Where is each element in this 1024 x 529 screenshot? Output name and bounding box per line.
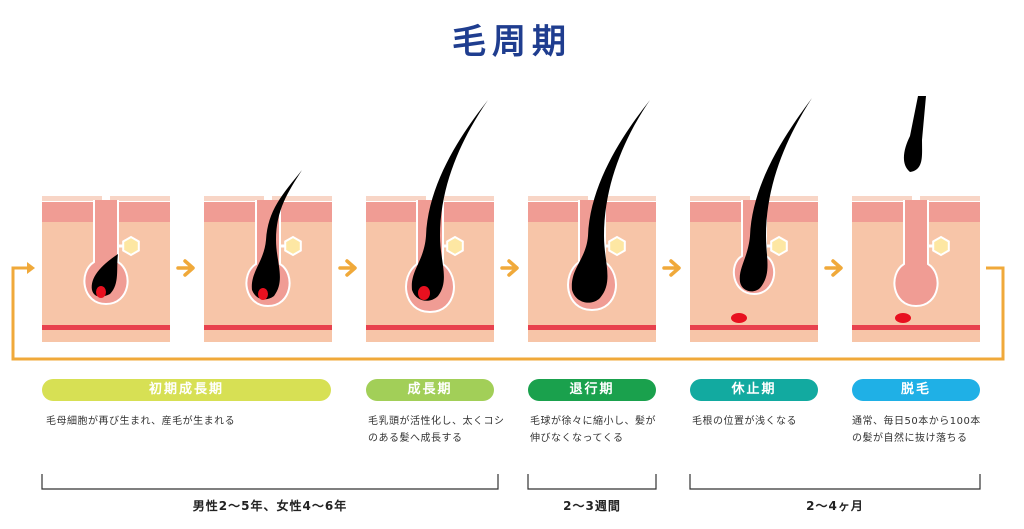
description-line: 毛根の位置が浅くなる	[692, 416, 797, 427]
follicle-opening	[750, 195, 758, 202]
sebaceous-gland-icon	[122, 235, 140, 257]
subcutaneous-line	[204, 325, 332, 330]
hair-shaft	[571, 100, 650, 303]
skin-panel-1	[42, 195, 170, 342]
subcutaneous-layer	[852, 330, 980, 342]
duration-anagen: 男性2〜5年、女性4〜6年	[192, 499, 348, 513]
skin-panel-3	[366, 100, 494, 342]
stage-label-catagen: 退行期	[528, 379, 656, 401]
subcutaneous-line	[42, 325, 170, 330]
stage-label-anagen: 成長期	[366, 379, 494, 401]
duration-bracket-2	[527, 474, 657, 490]
skin-panel-4	[528, 100, 656, 342]
description-line: のある髪へ成長する	[368, 433, 463, 444]
description-line: 伸びなくなってくる	[530, 433, 624, 444]
subcutaneous-line	[690, 325, 818, 330]
dermal-papilla	[418, 286, 430, 300]
description-line: 毛母細胞が再び生まれ、産毛が生まれる	[46, 416, 236, 427]
dermal-papilla	[895, 313, 911, 323]
skin-panel-2	[204, 170, 332, 342]
dermal-papilla	[96, 286, 106, 298]
hair-shaft	[91, 254, 118, 297]
description-line: 通常、毎日50本から100本	[852, 416, 981, 427]
dermal-papilla	[731, 313, 747, 323]
sebaceous-gland-icon	[284, 235, 302, 257]
follicle-opening	[102, 195, 110, 202]
follicle-opening	[426, 195, 434, 202]
hair-shaft	[251, 170, 302, 300]
hair-shaft	[411, 100, 488, 301]
dermal-papilla	[258, 288, 268, 300]
description-line: 毛球が徐々に縮小し、髪が	[530, 416, 656, 427]
duration-bracket-1	[41, 474, 499, 490]
subcutaneous-layer	[204, 330, 332, 342]
subcutaneous-line	[852, 325, 980, 330]
right-arrow-icon	[176, 259, 195, 277]
subcutaneous-line	[528, 325, 656, 330]
skin-panel-6	[852, 96, 980, 342]
sebaceous-gland-icon	[770, 235, 788, 257]
description-line: の髪が自然に抜け落ちる	[852, 433, 968, 444]
right-arrow-icon	[500, 259, 519, 277]
page-title: 毛周期	[452, 22, 572, 62]
stage-label-early-anagen: 初期成長期	[42, 379, 331, 401]
hair-follicle	[893, 200, 939, 308]
duration-catagen: 2〜3週間	[563, 499, 621, 513]
right-arrow-icon	[662, 259, 681, 277]
stage-description-catagen: 毛球が徐々に縮小し、髪が 伸びなくなってくる	[530, 413, 680, 447]
subcutaneous-layer	[42, 330, 170, 342]
subcutaneous-layer	[366, 330, 494, 342]
subcutaneous-line	[366, 325, 494, 330]
follicle-opening	[912, 195, 920, 202]
follicle-opening	[264, 195, 272, 202]
hair-shaft	[739, 98, 812, 292]
stage-description-shedding: 通常、毎日50本から100本 の髪が自然に抜け落ちる	[852, 413, 1012, 447]
right-arrow-icon	[824, 259, 843, 277]
sebaceous-gland-icon	[932, 235, 950, 257]
skin-panel-5	[690, 98, 818, 342]
subcutaneous-layer	[528, 330, 656, 342]
sebaceous-gland-icon	[608, 235, 626, 257]
stage-description-telogen: 毛根の位置が浅くなる	[692, 413, 842, 430]
follicle-opening	[588, 195, 596, 202]
duration-bracket-3	[689, 474, 981, 490]
stage-description-early-anagen: 毛母細胞が再び生まれ、産毛が生まれる	[46, 413, 331, 430]
stage-description-anagen: 毛乳頭が活性化し、太くコシ のある髪へ成長する	[368, 413, 518, 447]
stage-label-telogen: 休止期	[690, 379, 818, 401]
right-arrow-icon	[338, 259, 357, 277]
right-arrow-icon	[27, 262, 35, 274]
falling-hair	[903, 96, 926, 172]
description-line: 毛乳頭が活性化し、太くコシ	[368, 416, 505, 427]
stage-label-shedding: 脱毛	[852, 379, 980, 401]
subcutaneous-layer	[690, 330, 818, 342]
sebaceous-gland-icon	[446, 235, 464, 257]
cycle-loop-line	[11, 266, 1005, 361]
duration-telogen: 2〜4ヶ月	[806, 499, 864, 513]
